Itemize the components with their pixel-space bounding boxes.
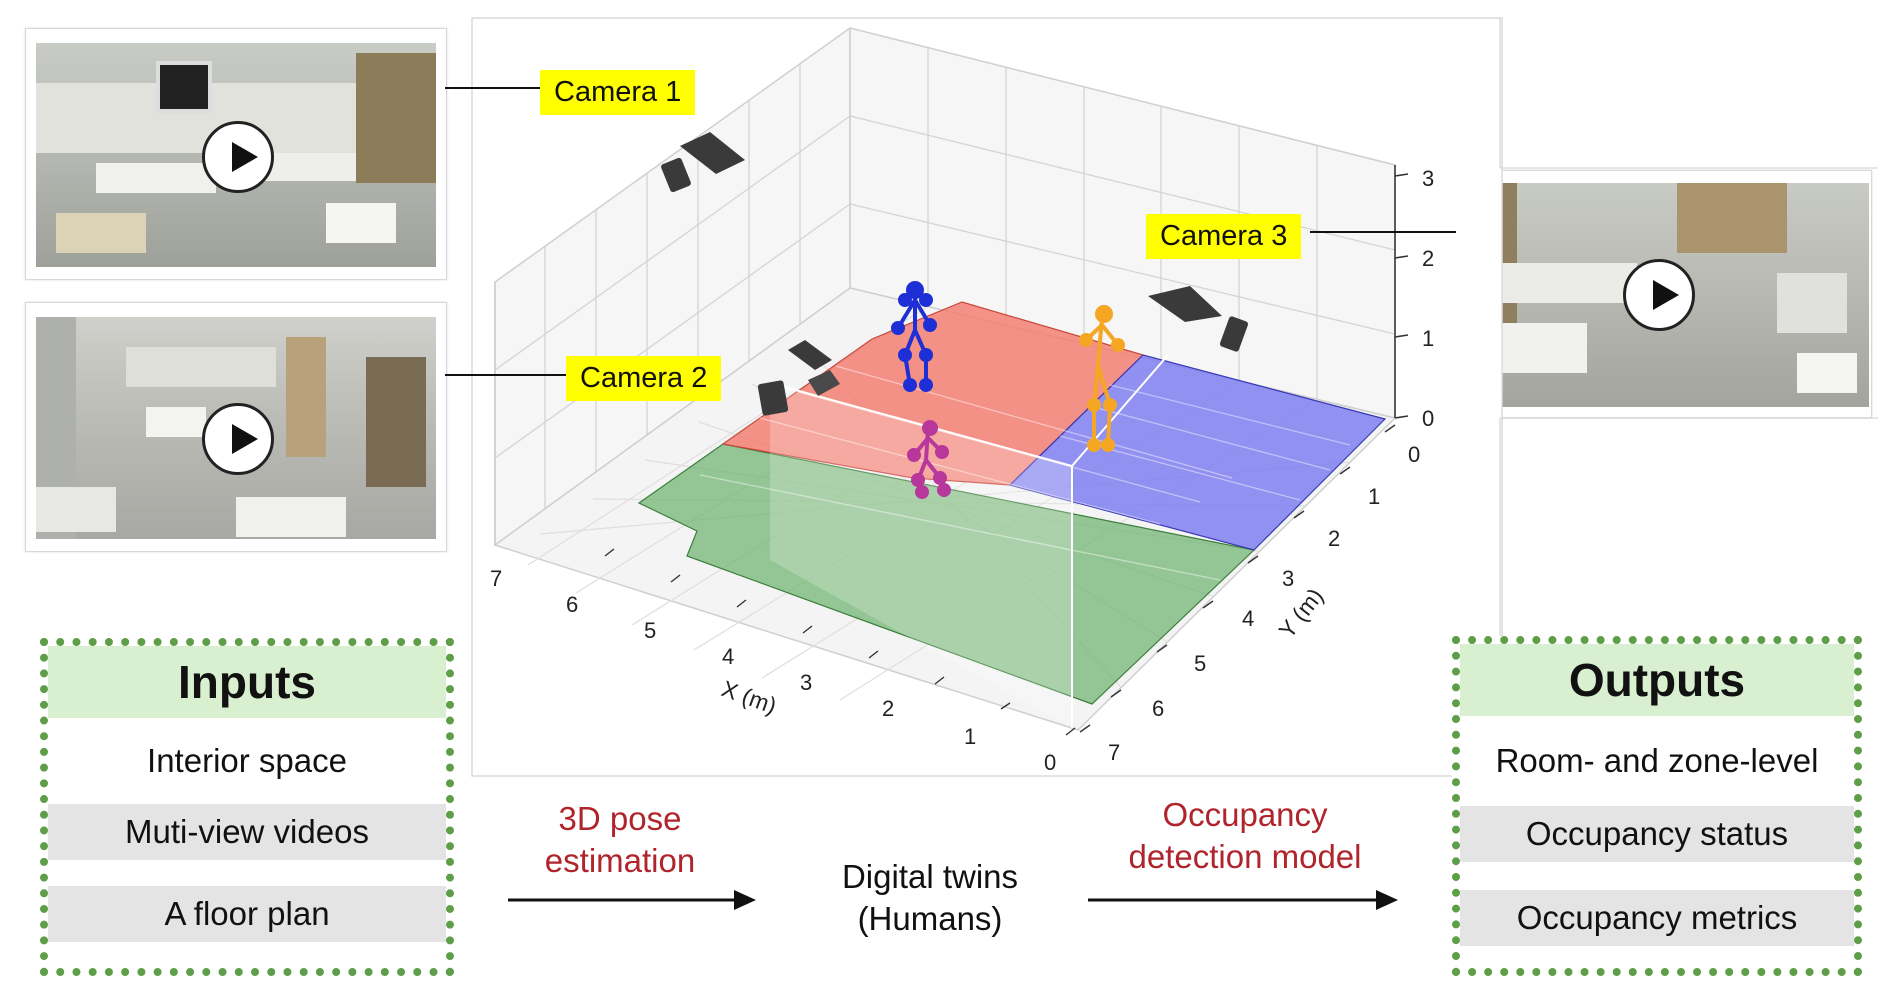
camera1-label: Camera 1 — [540, 70, 696, 115]
y-tick-1: 1 — [1368, 484, 1380, 509]
y-tick-6: 6 — [1152, 696, 1164, 721]
step2-label-line2: detection model — [1128, 838, 1362, 875]
inputs-item-multi-view-videos: Muti-view videos — [48, 804, 446, 860]
x-tick-0: 0 — [1044, 750, 1056, 775]
camera3-model-icon — [1148, 286, 1249, 352]
left-wall-grid — [494, 64, 851, 510]
flow-arrow-2 — [1088, 890, 1398, 910]
x-tick-1: 1 — [964, 724, 976, 749]
camera1-video-frame — [36, 43, 436, 267]
x-tick-7: 7 — [490, 566, 502, 591]
inputs-title: Inputs — [48, 646, 446, 718]
y-tick-7: 7 — [1108, 740, 1120, 765]
skeleton-purple — [907, 420, 951, 499]
x-tick-2: 2 — [882, 696, 894, 721]
x-tick-3: 3 — [800, 670, 812, 695]
digital-twins-line1: Digital twins — [841, 858, 1019, 895]
step2-label-line1: Occupancy — [1162, 796, 1328, 833]
camera1-model-icon — [661, 132, 745, 193]
y-tick-0: 0 — [1408, 442, 1420, 467]
x-tick-5: 5 — [644, 618, 656, 643]
camera2-play-button[interactable] — [202, 403, 274, 475]
inputs-panel: Inputs Interior space Muti-view videos A… — [40, 638, 454, 976]
camera2-model-icon — [757, 340, 840, 416]
camera1-video-thumbnail[interactable] — [25, 28, 447, 280]
outputs-item-room-zone-level: Room- and zone-level — [1495, 742, 1819, 779]
camera2-video-thumbnail[interactable] — [25, 302, 447, 552]
digital-twins-label: Digital twins (Humans) — [800, 856, 1060, 940]
camera2-label: Camera 2 — [566, 356, 722, 401]
outputs-panel: Outputs Room- and zone-level Occupancy s… — [1452, 636, 1862, 976]
z-tick-0: 0 — [1422, 406, 1434, 431]
z-tick-1: 1 — [1422, 326, 1434, 351]
outputs-item-occupancy-status: Occupancy status — [1460, 806, 1854, 862]
camera3-play-button[interactable] — [1623, 259, 1695, 331]
outputs-title: Outputs — [1460, 644, 1854, 716]
skeleton-orange — [1079, 305, 1125, 452]
y-tick-2: 2 — [1328, 526, 1340, 551]
inputs-item-floor-plan: A floor plan — [48, 886, 446, 942]
step1-label-line2: estimation — [544, 842, 696, 879]
x-tick-6: 6 — [566, 592, 578, 617]
step2-label: Occupancy detection model — [1100, 794, 1390, 878]
camera3-video-thumbnail[interactable] — [1456, 170, 1872, 418]
outputs-item-occupancy-metrics: Occupancy metrics — [1460, 890, 1854, 946]
x-tick-4: 4 — [722, 644, 734, 669]
z-tick-3: 3 — [1422, 166, 1434, 191]
inputs-item-interior-space: Interior space — [147, 742, 347, 779]
y-tick-4: 4 — [1242, 606, 1254, 631]
step1-label: 3D pose estimation — [500, 798, 740, 882]
step1-label-line1: 3D pose — [558, 800, 682, 837]
skeleton-blue — [891, 281, 937, 392]
z-axis — [1394, 165, 1409, 419]
flow-arrow-1 — [508, 890, 756, 910]
z-tick-2: 2 — [1422, 246, 1434, 271]
y-tick-3: 3 — [1282, 566, 1294, 591]
y-tick-5: 5 — [1194, 651, 1206, 676]
camera3-label: Camera 3 — [1146, 214, 1302, 259]
camera1-play-button[interactable] — [202, 121, 274, 193]
digital-twins-line2: (Humans) — [857, 900, 1003, 937]
